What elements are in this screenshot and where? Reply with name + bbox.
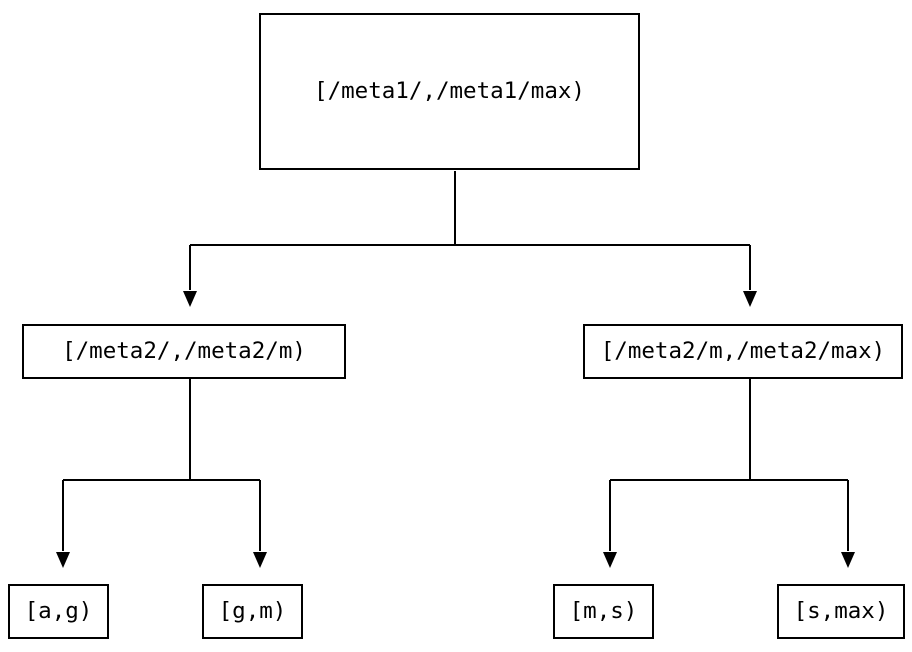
node-left-child: [/meta2/,/meta2/m) xyxy=(22,324,346,379)
node-leaf-ag: [a,g) xyxy=(8,584,109,639)
node-left-child-label: [/meta2/,/meta2/m) xyxy=(62,338,306,365)
arrow-down-left-child-icon xyxy=(183,291,197,307)
node-root: [/meta1/,/meta1/max) xyxy=(259,13,640,170)
node-right-child-label: [/meta2/m,/meta2/max) xyxy=(600,338,886,365)
arrow-down-leaf-ag-icon xyxy=(56,552,70,568)
node-leaf-smax: [s,max) xyxy=(777,584,905,639)
node-leaf-smax-label: [s,max) xyxy=(793,598,889,625)
node-leaf-ag-label: [a,g) xyxy=(24,598,93,625)
arrow-down-leaf-smax-icon xyxy=(841,552,855,568)
arrow-down-leaf-gm-icon xyxy=(253,552,267,568)
node-leaf-gm-label: [g,m) xyxy=(218,598,287,625)
node-root-label: [/meta1/,/meta1/max) xyxy=(314,78,585,105)
node-leaf-gm: [g,m) xyxy=(202,584,303,639)
node-leaf-ms-label: [m,s) xyxy=(569,598,638,625)
arrow-down-right-child-icon xyxy=(743,291,757,307)
node-leaf-ms: [m,s) xyxy=(553,584,654,639)
arrow-down-leaf-ms-icon xyxy=(603,552,617,568)
node-right-child: [/meta2/m,/meta2/max) xyxy=(583,324,903,379)
